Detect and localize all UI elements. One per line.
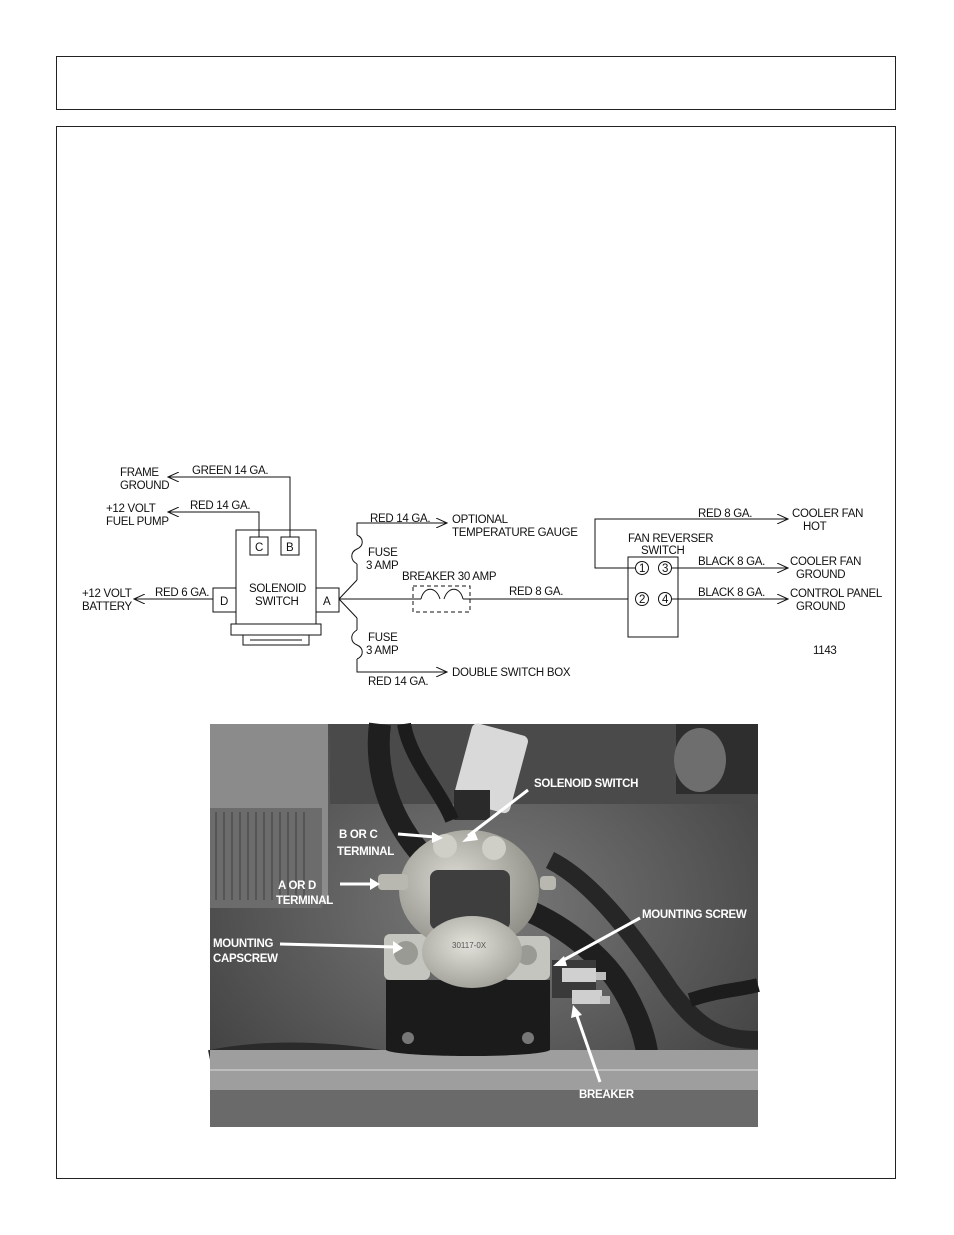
green-14-label: GREEN 14 GA.	[192, 465, 268, 477]
terminal-b-label: B	[286, 542, 294, 554]
cooler-ground-label-2: GROUND	[796, 569, 845, 581]
fuse-top-label: FUSE	[368, 547, 398, 559]
photo-callouts	[279, 788, 641, 1083]
fuse-top-label-2: 3 AMP	[366, 560, 399, 572]
photo-a-or-d-label-2: TERMINAL	[276, 895, 333, 907]
red-6-label: RED 6 GA.	[155, 587, 209, 599]
black-8-cooler-label: BLACK 8 GA.	[698, 556, 765, 568]
fuse-bottom-label-2: 3 AMP	[366, 645, 399, 657]
red-8-main-label: RED 8 GA.	[509, 586, 563, 598]
fuse-bottom	[351, 629, 363, 660]
fuse-top	[351, 534, 363, 565]
frame-ground-label-2: GROUND	[120, 480, 169, 492]
frame-ground-label: FRAME	[120, 467, 159, 479]
content-box	[56, 126, 896, 1179]
header-box	[56, 56, 896, 110]
red-14-fuel-label: RED 14 GA.	[190, 500, 250, 512]
terminal-a-box	[315, 587, 340, 613]
cooler-ground-label: COOLER FAN	[790, 556, 861, 568]
pin-1-label: 1	[639, 563, 645, 575]
red-8-hot-label: RED 8 GA.	[698, 508, 752, 520]
panel-ground-label-2: GROUND	[796, 601, 845, 613]
pin-2	[635, 592, 649, 606]
optional-gauge-label: OPTIONAL	[452, 514, 509, 526]
panel-ground-label: CONTROL PANEL	[790, 588, 883, 600]
red-14-gauge-label: RED 14 GA.	[370, 513, 430, 525]
wire-red-8-cooler-hot	[594, 519, 788, 569]
fuse-bottom-label: FUSE	[368, 632, 398, 644]
battery-label: +12 VOLT	[82, 588, 132, 600]
cooler-hot-label-2: HOT	[803, 521, 827, 533]
solenoid-body	[235, 529, 317, 625]
double-switch-label: DOUBLE SWITCH BOX	[452, 667, 571, 679]
breaker-dashed-box	[412, 585, 471, 613]
photo-mounting-capscrew-label: MOUNTING	[213, 938, 274, 950]
breaker-label: BREAKER 30 AMP	[402, 571, 497, 583]
solenoid-cap-engraving: 30117-0X	[452, 941, 487, 950]
fuel-pump-label-2: FUEL PUMP	[106, 516, 169, 528]
terminal-d-label: D	[220, 596, 228, 608]
photo-solenoid-switch-label: SOLENOID SWITCH	[534, 778, 638, 790]
optional-gauge-label-2: TEMPERATURE GAUGE	[452, 527, 578, 539]
red-14-switchbox-label: RED 14 GA.	[368, 676, 428, 688]
pin-2-label: 2	[639, 594, 645, 606]
photo-mounting-screw-label: MOUNTING SCREW	[642, 909, 747, 921]
photo-a-or-d-label: A OR D	[278, 880, 316, 892]
solenoid-photo: 30117-0X	[208, 722, 760, 1127]
wire-green-14	[168, 477, 291, 537]
solenoid-label-2: SWITCH	[255, 596, 299, 608]
terminal-c-label: C	[255, 542, 263, 554]
cooler-hot-label: COOLER FAN	[792, 508, 863, 520]
wire-red-14-fuel	[168, 512, 260, 537]
pin-4-label: 4	[662, 594, 669, 606]
terminal-d-box	[212, 587, 237, 613]
photo-mounting-capscrew-label-2: CAPSCREW	[213, 953, 278, 965]
pin-3-label: 3	[662, 563, 668, 575]
black-8-panel-label: BLACK 8 GA.	[698, 587, 765, 599]
solenoid-label: SOLENOID	[249, 583, 306, 595]
fan-reverser-label: FAN REVERSER	[628, 533, 713, 545]
photo-breaker-label: BREAKER	[579, 1089, 635, 1101]
breaker-30-amp	[420, 588, 464, 600]
photo-b-or-c-label-2: TERMINAL	[337, 846, 394, 858]
terminal-a-label: A	[323, 596, 331, 608]
battery-label-2: BATTERY	[82, 601, 133, 613]
wire-red-14-gauge	[356, 523, 447, 535]
fan-reverser-label-2: SWITCH	[641, 545, 685, 557]
wire-red-14-switchbox	[356, 659, 447, 672]
fuel-pump-label: +12 VOLT	[106, 503, 156, 515]
figure-number: 1143	[813, 645, 837, 657]
solenoid-base	[230, 623, 322, 636]
photo-b-or-c-label: B OR C	[339, 829, 377, 841]
